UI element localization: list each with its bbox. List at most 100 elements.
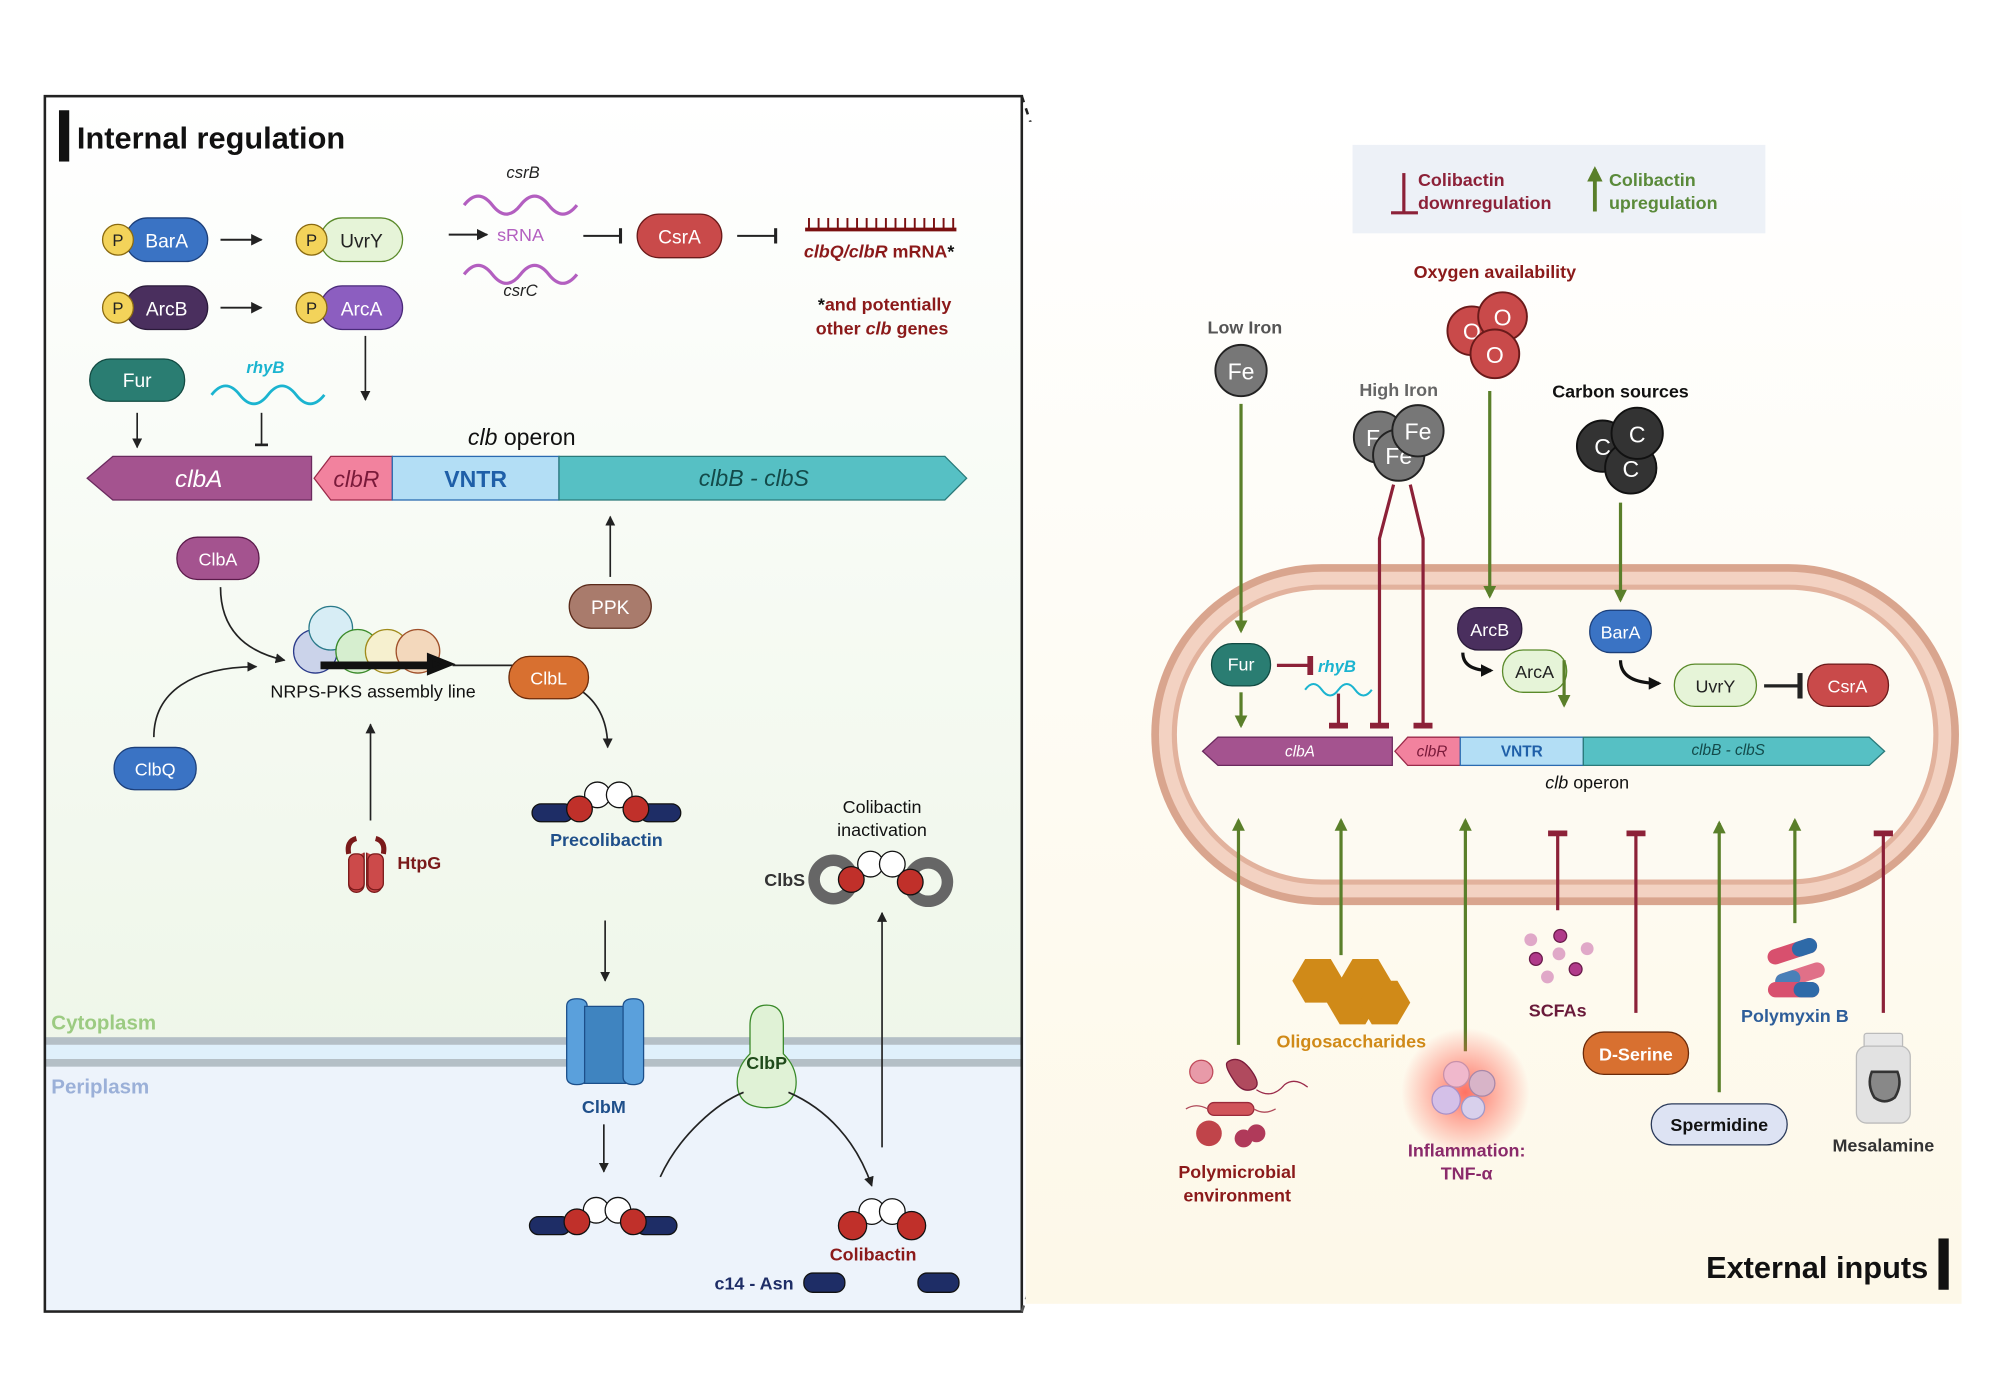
arca-label: ArcA xyxy=(341,299,383,320)
clbs-label: ClbS xyxy=(764,870,805,890)
operon-caption: clb operon xyxy=(468,424,576,450)
phospho-label: P xyxy=(306,231,317,250)
arca-protein: P ArcA xyxy=(295,285,404,331)
cell-csra-label: CsrA xyxy=(1827,676,1867,696)
internal-regulation-panel: Internal regulation P BarA P UvrY P ArcB xyxy=(43,94,1024,1313)
immune-cells-icon xyxy=(1431,1060,1496,1120)
c14-asn-label: c14 - Asn xyxy=(714,1274,793,1294)
uvry-protein: P UvrY xyxy=(295,217,404,263)
c-symbol: C xyxy=(1622,456,1639,482)
inhibit-high-iron-clba xyxy=(1369,484,1396,729)
legend-down-line-1: Colibactin xyxy=(1418,170,1505,190)
csrb-rna-wave-icon xyxy=(462,194,579,216)
external-title: External inputs xyxy=(1706,1250,1928,1285)
inactivation-line-2: inactivation xyxy=(837,820,927,840)
low-iron-label: Low Iron xyxy=(1208,317,1283,337)
o-symbol: O xyxy=(1486,342,1504,368)
internal-panel-border xyxy=(43,94,1024,1313)
clbm-label: ClbM xyxy=(582,1097,626,1117)
clbl-label: ClbL xyxy=(530,669,567,689)
arcb-label: ArcB xyxy=(146,299,188,320)
cell-gene-clbb-clbs-label: clbB - clbS xyxy=(1691,742,1765,759)
fur-protein: Fur xyxy=(89,358,186,402)
inhibit-high-iron-clbr xyxy=(1408,484,1433,729)
fur-label: Fur xyxy=(123,371,152,392)
inflammation-label-1: Inflammation: xyxy=(1408,1140,1526,1160)
periplasmic-precolibactin-icon xyxy=(528,1196,678,1236)
cell-bara-label: BarA xyxy=(1601,622,1641,642)
oxygen-label: Oxygen availability xyxy=(1414,262,1577,282)
arrow-clbl-precolibactin xyxy=(582,691,613,749)
membrane-gap xyxy=(44,1044,1022,1059)
gene-clbr-label: clbR xyxy=(333,466,379,492)
gene-vntr-label: VNTR xyxy=(444,466,507,492)
low-iron-atom-icon: Fe xyxy=(1214,343,1268,398)
uvry-label: UvrY xyxy=(340,231,383,252)
cell-uvry-label: UvrY xyxy=(1695,676,1735,696)
gene-clbb-clbs xyxy=(558,455,968,501)
external-inputs-panel: Colibactin downregulation Colibactin upr… xyxy=(1025,121,1962,1304)
arrow-bara-uvry xyxy=(1618,660,1662,690)
cell-cytoplasm xyxy=(1176,589,1934,880)
colibactin-molecule-icon xyxy=(837,1198,927,1241)
mesalamine-label: Mesalamine xyxy=(1832,1135,1934,1155)
clbq-label: ClbQ xyxy=(135,760,176,780)
polymicrobial-label-2: environment xyxy=(1183,1185,1291,1205)
arrow-clba-assembly xyxy=(219,587,286,664)
cell-arca-protein: ArcA xyxy=(1501,649,1568,693)
line-precolibactin-clbp xyxy=(659,1091,744,1178)
c14-asn-icon xyxy=(917,1272,960,1293)
periplasm-label: Periplasm xyxy=(51,1076,149,1099)
scfas-icon xyxy=(1524,928,1594,984)
cell-operon-caption: clb operon xyxy=(1545,772,1629,792)
arrow-clbq-assembly xyxy=(153,661,258,738)
title-bar-icon xyxy=(58,110,70,162)
fe-symbol: Fe xyxy=(1228,358,1255,384)
spermidine-label: Spermidine xyxy=(1670,1115,1768,1135)
gene-clba-label: clbA xyxy=(175,466,222,493)
arcb-protein: P ArcB xyxy=(101,285,209,331)
htpg-label: HtpG xyxy=(397,853,441,873)
mrna-label: clbQ/clbR mRNA* xyxy=(804,242,955,262)
clb-operon: clbA clbR VNTR clbB - clbS xyxy=(86,455,968,501)
assembly-line-label: NRPS-PKS assembly line xyxy=(270,681,475,701)
phospho-label: P xyxy=(112,231,123,250)
d-serine-badge: D-Serine xyxy=(1582,1031,1690,1076)
clbp-protease-icon xyxy=(736,1004,797,1109)
clbq-protein: ClbQ xyxy=(113,746,197,791)
clbl-protein: ClbL xyxy=(508,655,590,700)
periplasm-region xyxy=(44,1041,1022,1312)
footnote-line-2: other clb genes xyxy=(816,319,949,339)
c-symbol: C xyxy=(1594,434,1611,460)
gene-vntr xyxy=(391,455,560,501)
internal-title: Internal regulation xyxy=(77,121,345,156)
cell-gene-clba xyxy=(1201,736,1393,767)
o-symbol: O xyxy=(1494,305,1512,331)
phospho-label: P xyxy=(112,299,123,318)
cell-arcb-label: ArcB xyxy=(1470,620,1509,640)
footnote-line-1: *and potentially xyxy=(818,294,952,314)
inflammation-label-2: TNF-α xyxy=(1441,1163,1493,1183)
gene-clba xyxy=(86,455,313,501)
c-symbol: C xyxy=(1629,421,1646,447)
nrps-pks-assembly-icon xyxy=(292,605,456,676)
mesalamine-bottle-icon xyxy=(1855,1032,1911,1124)
cell-arcb-protein: ArcB xyxy=(1457,607,1523,651)
cell-gene-clbr-label: clbR xyxy=(1417,743,1448,760)
ppk-protein: PPK xyxy=(568,583,652,629)
inner-membrane-line-2 xyxy=(44,1058,1022,1067)
rhyb-rna-wave-icon xyxy=(210,384,326,406)
rhyb-label: rhyB xyxy=(246,358,284,377)
oligosaccharides-icon xyxy=(1292,958,1411,1025)
carbon-sources-label: Carbon sources xyxy=(1552,381,1689,401)
htpg-protein-icon xyxy=(345,835,387,893)
oligosaccharides-label: Oligosaccharides xyxy=(1277,1031,1427,1051)
cell-arca-label: ArcA xyxy=(1515,662,1554,682)
precolibactin-molecule-icon xyxy=(531,781,682,823)
cell-fur-label: Fur xyxy=(1228,655,1255,675)
csrc-rna-wave-icon xyxy=(462,263,579,285)
gene-clbb-clbs-label: clbB - clbS xyxy=(699,465,810,491)
spermidine-badge: Spermidine xyxy=(1650,1103,1788,1146)
mrna-icon xyxy=(805,217,957,232)
